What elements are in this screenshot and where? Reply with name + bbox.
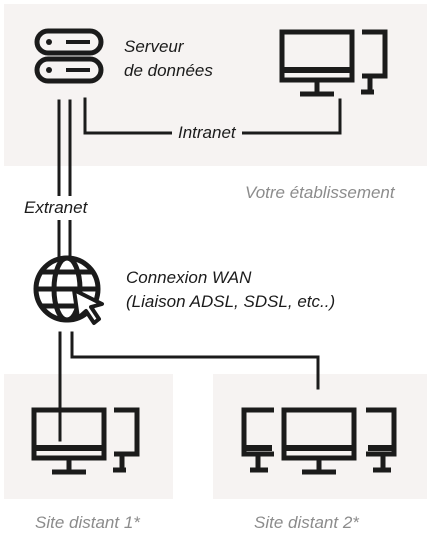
server-label-line2: de données: [124, 61, 213, 80]
server-icon: [30, 28, 108, 91]
computer-icon: [238, 404, 402, 483]
computer-icon: [30, 404, 148, 483]
wan-label: Connexion WAN (Liaison ADSL, SDSL, etc..…: [126, 266, 335, 314]
wan-label-line2: (Liaison ADSL, SDSL, etc..): [126, 292, 336, 311]
wan-to-site2-link: [70, 331, 320, 390]
server-label: Serveur de données: [124, 35, 213, 83]
wan-label-line1: Connexion WAN: [126, 268, 252, 287]
site1-caption: Site distant 1*: [35, 513, 140, 532]
remote-site-2-panel: [213, 374, 427, 499]
site2-caption: Site distant 2*: [254, 513, 359, 532]
establishment-caption: Votre établissement: [245, 183, 395, 202]
server-label-line1: Serveur: [124, 37, 184, 56]
globe-cursor-icon: [30, 252, 110, 337]
intranet-label: Intranet: [172, 121, 242, 145]
extranet-label: Extranet: [20, 196, 92, 220]
computer-icon: [278, 26, 396, 105]
